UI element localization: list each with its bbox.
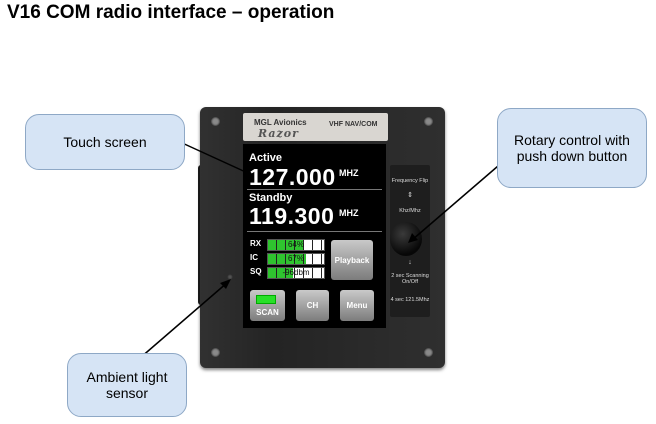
ic-meter: 67% — [267, 253, 325, 265]
sensor-arrow — [139, 281, 229, 359]
screw — [211, 117, 220, 126]
rotary-arrow — [411, 159, 506, 241]
meter-grid — [268, 268, 324, 278]
active-unit: MHZ — [339, 168, 359, 178]
scan-indicator — [256, 295, 276, 304]
brand-name: MGL Avionics — [254, 118, 307, 127]
rx-meter: 64% — [267, 239, 325, 251]
active-frequency[interactable]: 127.000 — [249, 164, 336, 190]
divider — [247, 231, 382, 232]
down-arrow-icon: ↓ — [408, 259, 412, 266]
page-title: V16 COM radio interface – operation — [7, 2, 335, 23]
screw — [424, 117, 433, 126]
rx-label: RX — [250, 239, 262, 248]
playback-button[interactable]: Playback — [331, 240, 373, 280]
ch-button[interactable]: CH — [296, 290, 329, 321]
brand-logo: Razor — [258, 127, 299, 140]
scan-label: SCAN — [256, 308, 279, 317]
sensor-arrowhead — [220, 279, 231, 289]
model-label: VHF NAV/COM — [329, 121, 378, 128]
standby-unit: MHZ — [339, 208, 359, 218]
sq-label: SQ — [250, 267, 262, 276]
menu-button[interactable]: Menu — [340, 290, 374, 321]
emergency-freq-text: 4 sec 121.5Mhz — [390, 297, 430, 303]
callout-touch-screen: Touch screen — [25, 114, 185, 170]
brand-plate — [243, 113, 388, 141]
frequency-flip-text: Frequency Flip — [391, 178, 429, 184]
rx-meter-text: 64% — [287, 240, 304, 249]
khz-mhz-text: Khz/Mhz — [399, 208, 421, 214]
rotary-arrowhead — [408, 233, 418, 243]
callout-rotary-control: Rotary control with push down button — [497, 108, 647, 188]
standby-label: Standby — [249, 192, 293, 204]
divider — [247, 189, 382, 190]
touch-arrowhead — [244, 169, 254, 176]
sq-meter-text: -96dbm — [282, 268, 310, 277]
ambient-light-sensor — [227, 274, 233, 280]
up-down-arrow-icon: ⇕ — [407, 192, 413, 199]
sq-meter[interactable]: -96dbm — [267, 267, 325, 279]
meter-grid — [268, 240, 324, 250]
ic-meter-text: 67% — [287, 254, 304, 263]
meter-grid — [268, 254, 324, 264]
active-label: Active — [249, 152, 283, 164]
scanning-text: 2 sec Scanning On/Off — [391, 273, 429, 285]
screw — [424, 348, 433, 357]
touch-arrow — [179, 141, 251, 175]
screw — [211, 348, 220, 357]
callout-ambient-light: Ambient light sensor — [67, 353, 187, 417]
ic-label: IC — [250, 253, 258, 262]
standby-frequency[interactable]: 119.300 — [249, 203, 335, 229]
